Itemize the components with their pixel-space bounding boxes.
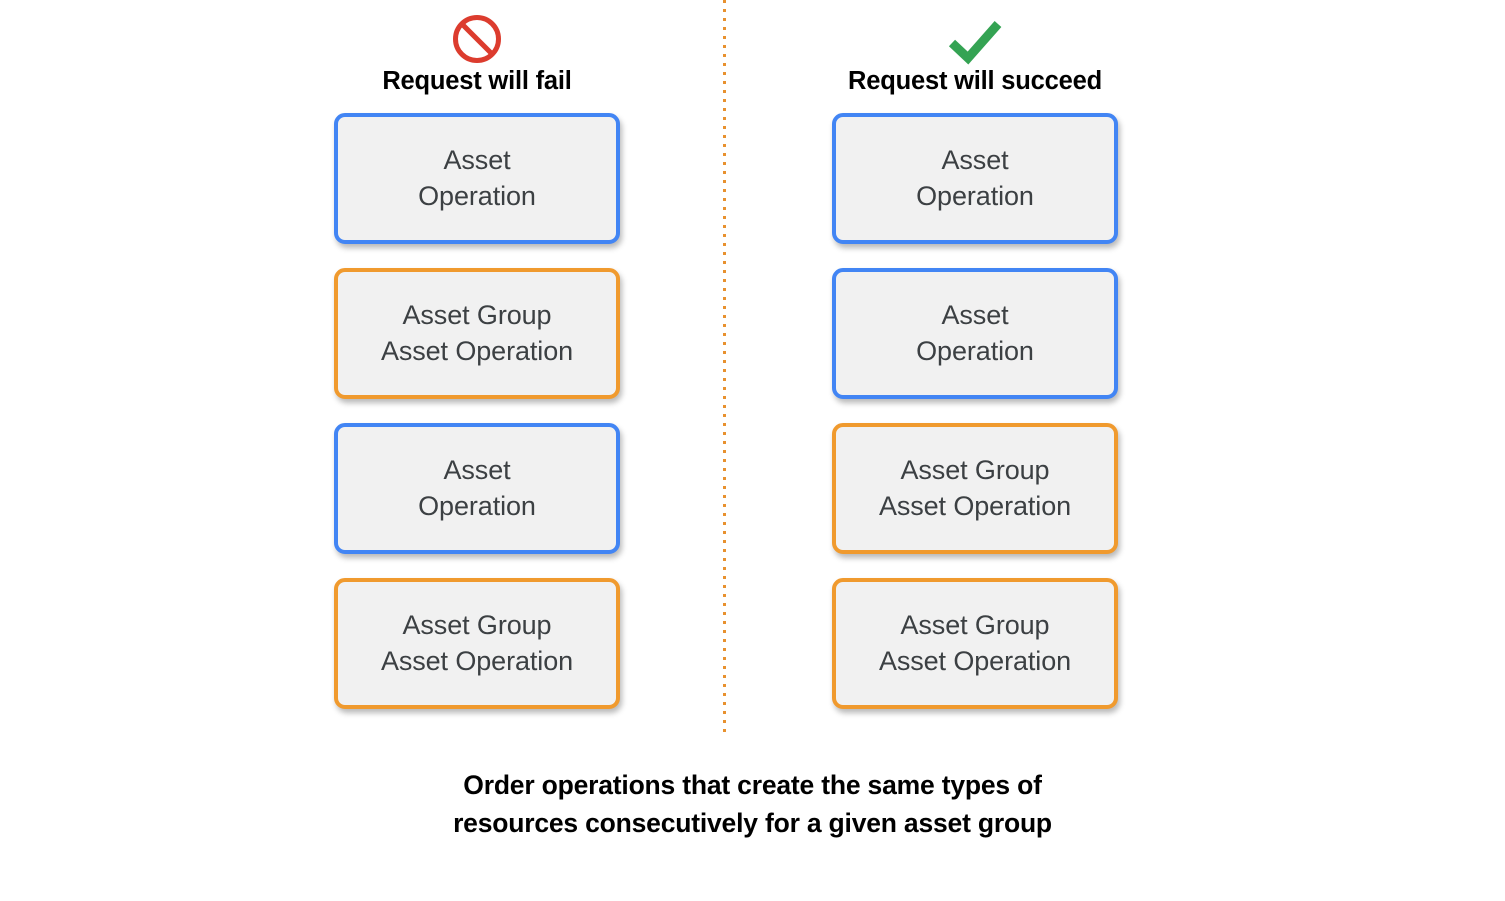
card-label: Asset Operation bbox=[418, 454, 536, 521]
card-label: Asset Group Asset Operation bbox=[380, 299, 574, 366]
column-divider bbox=[723, 0, 726, 736]
column-header-succeed: Request will succeed bbox=[775, 12, 1175, 96]
card-asset-group-asset-operation[interactable]: Asset Group Asset Operation bbox=[832, 423, 1118, 554]
column-title-fail: Request will fail bbox=[382, 67, 572, 95]
prohibition-icon bbox=[453, 15, 501, 63]
card-asset-group-asset-operation[interactable]: Asset Group Asset Operation bbox=[334, 578, 620, 709]
card-list-succeed: Asset Operation Asset Operation Asset Gr… bbox=[832, 113, 1118, 709]
diagram-caption: Order operations that create the same ty… bbox=[453, 770, 1052, 839]
checkmark-icon bbox=[948, 21, 1002, 65]
card-label: Asset Operation bbox=[916, 144, 1034, 211]
card-label: Asset Operation bbox=[418, 144, 536, 211]
card-label: Asset Group Asset Operation bbox=[878, 609, 1072, 676]
card-asset-group-asset-operation[interactable]: Asset Group Asset Operation bbox=[334, 268, 620, 399]
card-label: Asset Group Asset Operation bbox=[380, 609, 574, 676]
card-list-fail: Asset Operation Asset Group Asset Operat… bbox=[334, 113, 620, 709]
card-label: Asset Operation bbox=[916, 299, 1034, 366]
column-header-fail: Request will fail bbox=[277, 12, 677, 96]
column-title-succeed: Request will succeed bbox=[848, 67, 1102, 95]
card-label: Asset Group Asset Operation bbox=[878, 454, 1072, 521]
card-asset-operation[interactable]: Asset Operation bbox=[832, 113, 1118, 244]
card-asset-operation[interactable]: Asset Operation bbox=[334, 423, 620, 554]
card-asset-operation[interactable]: Asset Operation bbox=[832, 268, 1118, 399]
card-asset-operation[interactable]: Asset Operation bbox=[334, 113, 620, 244]
card-asset-group-asset-operation[interactable]: Asset Group Asset Operation bbox=[832, 578, 1118, 709]
